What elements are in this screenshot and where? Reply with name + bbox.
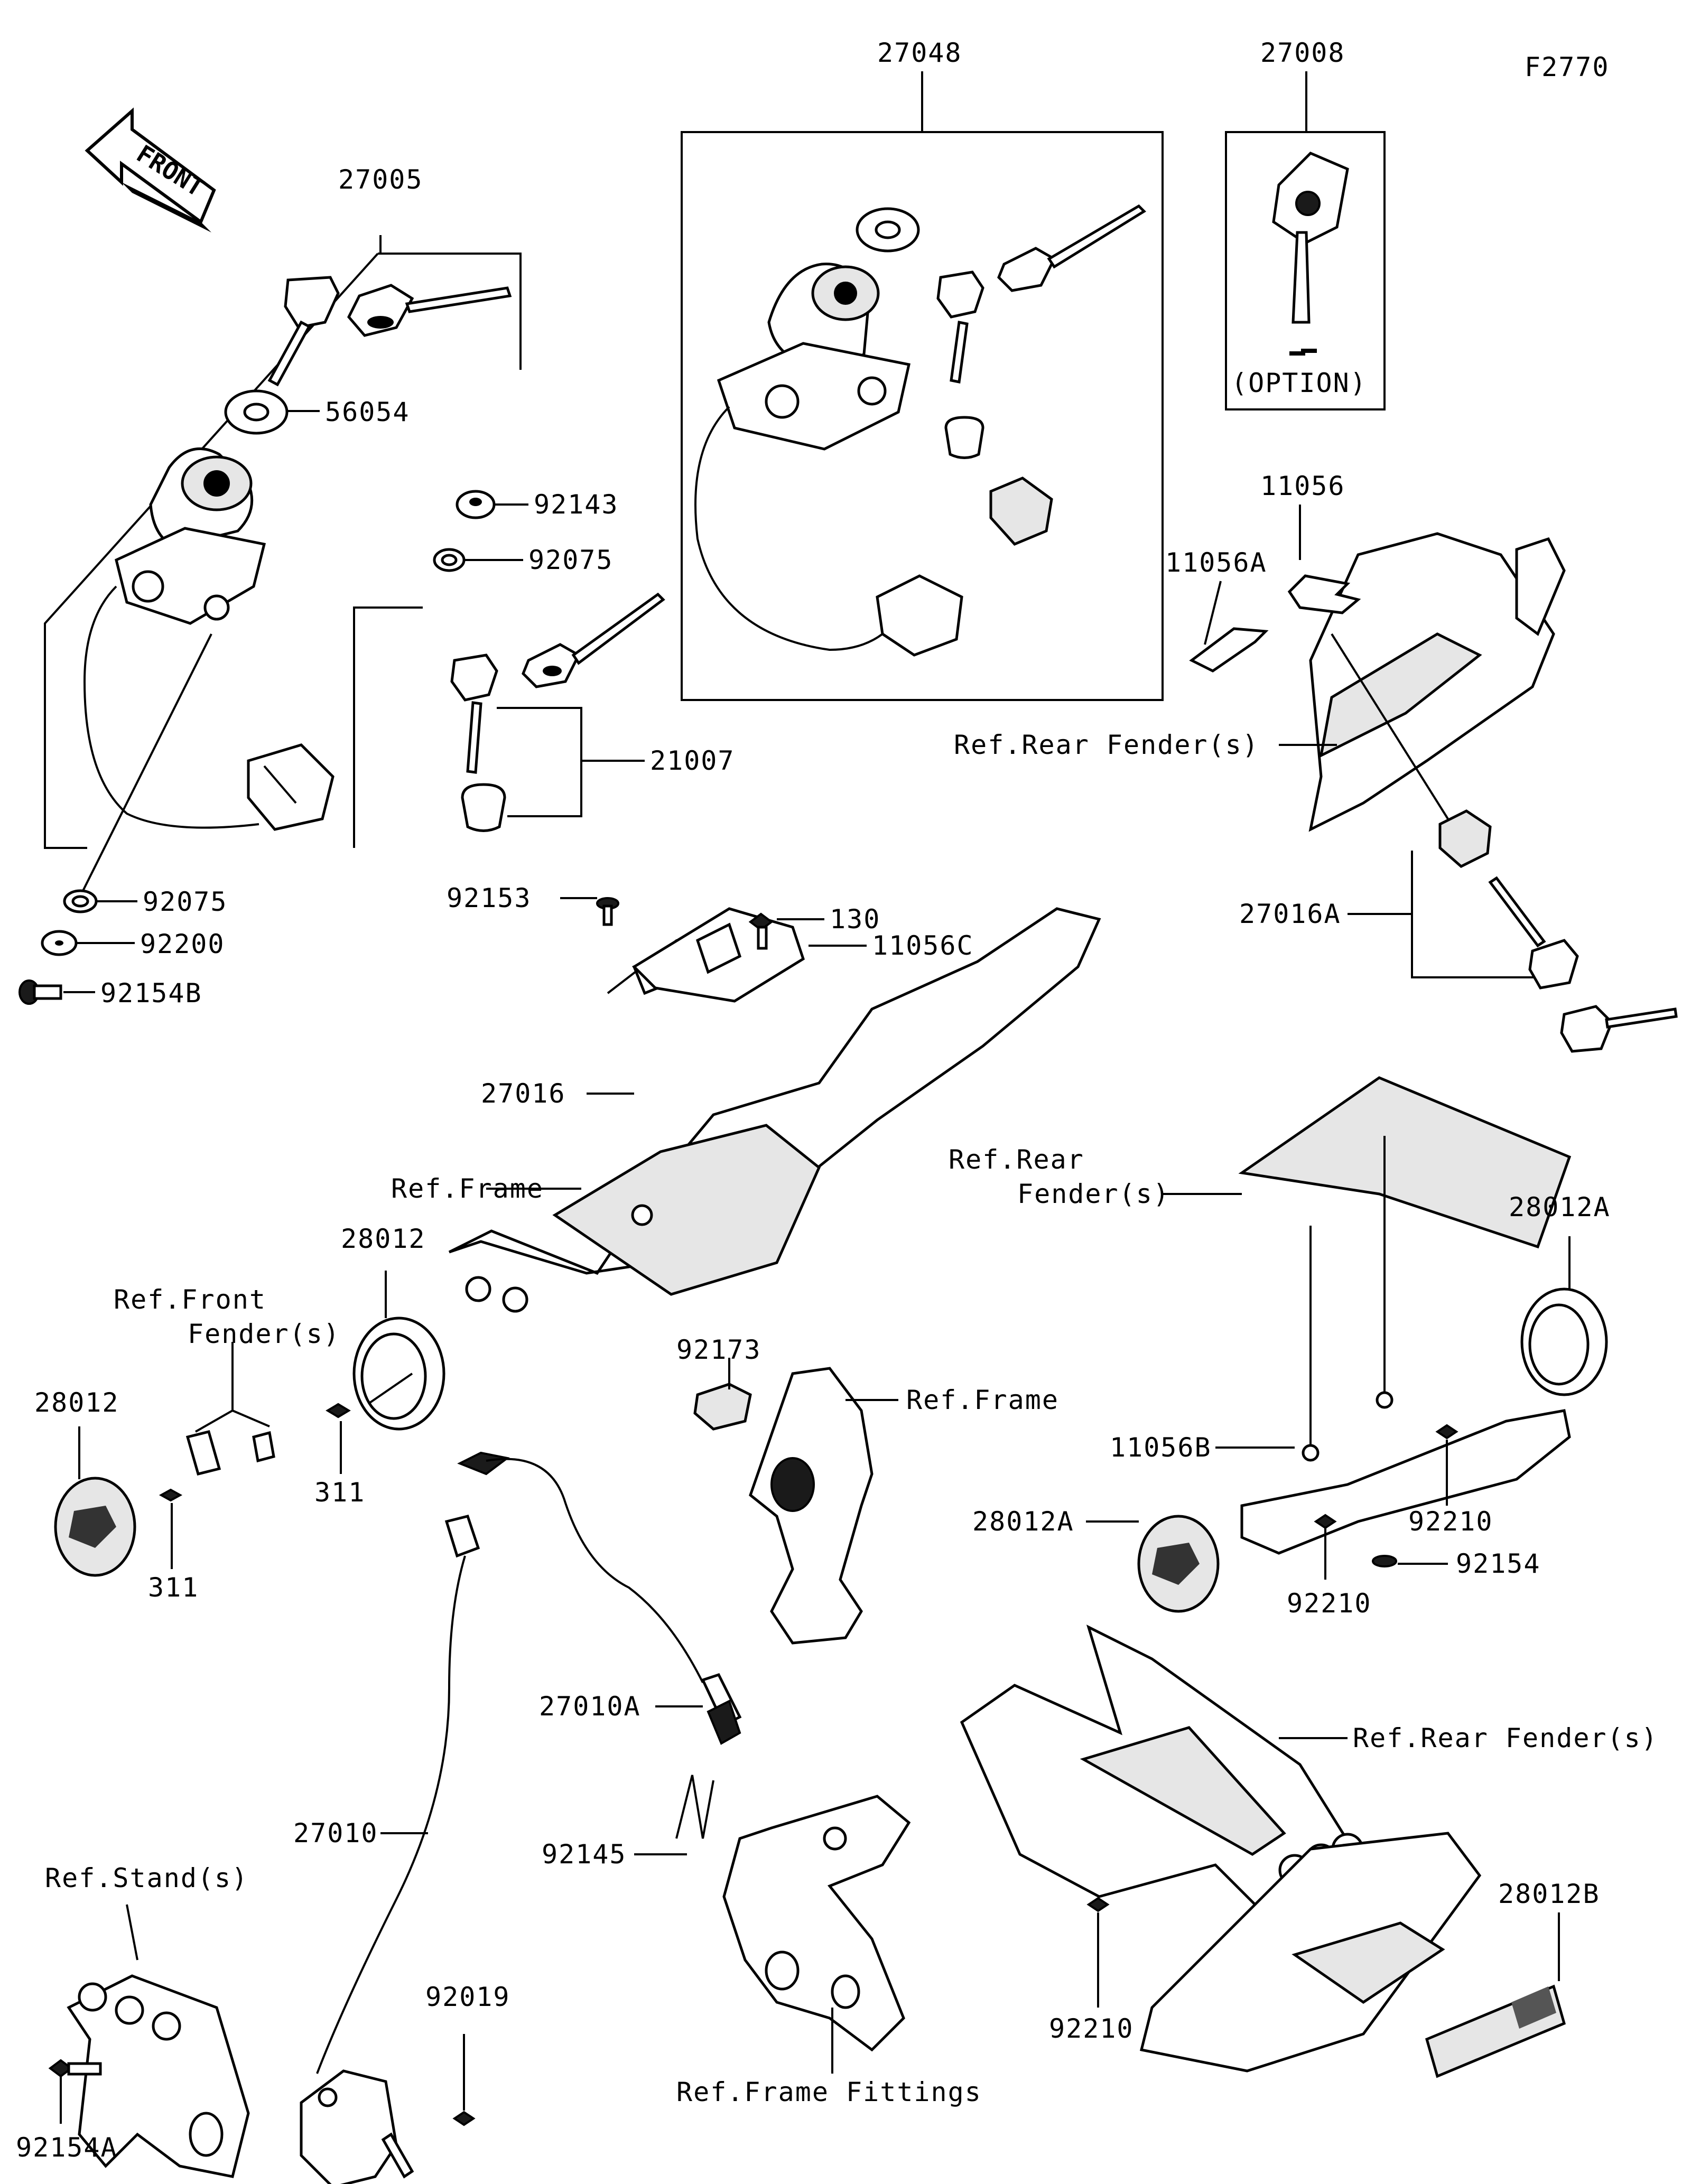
spring-92145-icon <box>634 1775 714 1855</box>
harness-27010A-icon <box>457 1451 742 1745</box>
callout-11056B: 11056B <box>1110 1432 1212 1463</box>
bracket-11056-icon <box>1287 505 1361 614</box>
stud-ref-front-fender-icon <box>185 1342 275 1476</box>
callout-28012-left: 28012 <box>34 1387 119 1418</box>
callout-11056A: 11056A <box>1165 547 1267 578</box>
harness-27010-icon <box>316 1515 480 2074</box>
callout-28012A-top: 28012A <box>1509 1192 1611 1222</box>
callout-28012A-left: 28012A <box>972 1506 1074 1537</box>
callout-27016: 27016 <box>481 1078 566 1109</box>
screw-92153-icon <box>560 897 619 926</box>
ref-frame-fittings: Ref.Frame Fittings <box>676 2077 982 2107</box>
ref-front-fender-a: Ref.Front <box>114 1284 266 1315</box>
callout-56054: 56054 <box>325 397 410 427</box>
callout-27048: 27048 <box>877 38 962 68</box>
ref-rear-fender-3: Ref.Rear Fender(s) <box>1353 1723 1658 1753</box>
nut-311-icon <box>159 1403 351 1569</box>
bolt-92154A-icon <box>48 2059 102 2124</box>
callout-92154A: 92154A <box>16 2132 118 2163</box>
reflector-28012-top-icon <box>352 1271 445 1431</box>
callout-92210-right: 92210 <box>1408 1506 1493 1537</box>
bracket-11056A-icon <box>1189 581 1269 673</box>
callout-27010: 27010 <box>293 1818 378 1849</box>
bolt-130-icon <box>748 912 824 950</box>
reflector-28012B-icon <box>1425 1912 1566 2078</box>
callout-130: 130 <box>830 904 881 935</box>
callout-28012-top: 28012 <box>341 1224 426 1254</box>
ignition-switch-27005-icon <box>78 447 335 899</box>
callout-92173: 92173 <box>676 1334 761 1365</box>
figure-code: F2770 <box>1525 52 1610 82</box>
callout-11056C: 11056C <box>872 930 974 961</box>
callout-28012B: 28012B <box>1498 1879 1600 1909</box>
washer-92200-icon <box>41 930 135 956</box>
callout-92153: 92153 <box>447 883 532 913</box>
callout-92154B: 92154B <box>100 978 202 1009</box>
ref-rear-fender-2a: Ref.Rear <box>949 1144 1084 1175</box>
rear-fender-middle-icon <box>1163 1076 1572 1448</box>
key-set-21007-icon <box>450 592 665 832</box>
callout-92019: 92019 <box>425 1982 510 2012</box>
option-label: (OPTION) <box>1231 368 1367 398</box>
washer-92075-upper-icon <box>433 548 523 572</box>
callout-27008: 27008 <box>1260 38 1345 68</box>
stand-switch-icon <box>300 2069 414 2184</box>
callout-92143: 92143 <box>534 489 619 520</box>
callout-92145: 92145 <box>542 1839 627 1870</box>
ref-frame-1: Ref.Frame <box>391 1173 544 1204</box>
frame-icon <box>448 907 1101 1313</box>
callout-92075-upper: 92075 <box>528 545 614 575</box>
callout-311-left: 311 <box>148 1572 199 1603</box>
ref-stand: Ref.Stand(s) <box>45 1863 249 1893</box>
clip-92173-icon <box>693 1358 752 1431</box>
washer-56054-icon <box>224 389 320 435</box>
callout-27010A: 27010A <box>539 1691 641 1722</box>
callout-27005: 27005 <box>338 164 423 195</box>
frame-lower-icon <box>749 1367 898 1645</box>
lock-27016A-icon <box>1348 809 1678 1053</box>
washer-92075-lower-icon <box>63 889 137 913</box>
cap-92143-icon <box>456 490 528 519</box>
bracket-11056B-icon <box>1215 1391 1571 1555</box>
key-27008-icon <box>1272 152 1349 356</box>
callout-92210-mid: 92210 <box>1287 1588 1372 1619</box>
callout-92154: 92154 <box>1456 1548 1541 1579</box>
stand-icon <box>67 1904 250 2178</box>
rear-fender-upper-icon <box>1279 532 1566 832</box>
reflector-28012-left-icon <box>54 1426 136 1577</box>
ref-rear-fender-2b: Fender(s) <box>1017 1179 1170 1209</box>
ref-front-fender-b: Fender(s) <box>188 1319 340 1349</box>
callout-92210-bottom: 92210 <box>1049 2013 1134 2044</box>
group-27005-outline <box>44 235 522 849</box>
rear-fender-lower-icon <box>960 1625 1482 2073</box>
callout-92200: 92200 <box>140 929 225 959</box>
screw-92154-icon <box>1372 1555 1448 1567</box>
nut-92210-bottom-icon <box>1086 1897 1110 2008</box>
frame-fittings-icon <box>722 1795 911 2074</box>
callout-11056: 11056 <box>1260 471 1345 501</box>
reflector-28012A-top-icon <box>1520 1236 1608 1396</box>
ref-rear-fender-1: Ref.Rear Fender(s) <box>954 730 1259 760</box>
callout-21007: 21007 <box>650 745 735 776</box>
bolt-92154B-icon <box>18 979 95 1005</box>
ignition-set-27048-icon <box>694 204 1147 657</box>
reflector-28012A-left-icon <box>1086 1515 1220 1613</box>
front-arrow-icon: FRONT <box>85 107 216 232</box>
callout-92075-lower: 92075 <box>143 886 228 917</box>
ref-frame-2: Ref.Frame <box>906 1385 1059 1415</box>
nut-92210-icon <box>1314 1424 1458 1580</box>
key-27005-icon <box>267 276 512 387</box>
nut-92019-icon <box>452 2034 476 2126</box>
callout-311-right: 311 <box>314 1477 366 1508</box>
callout-27016A: 27016A <box>1239 899 1341 929</box>
